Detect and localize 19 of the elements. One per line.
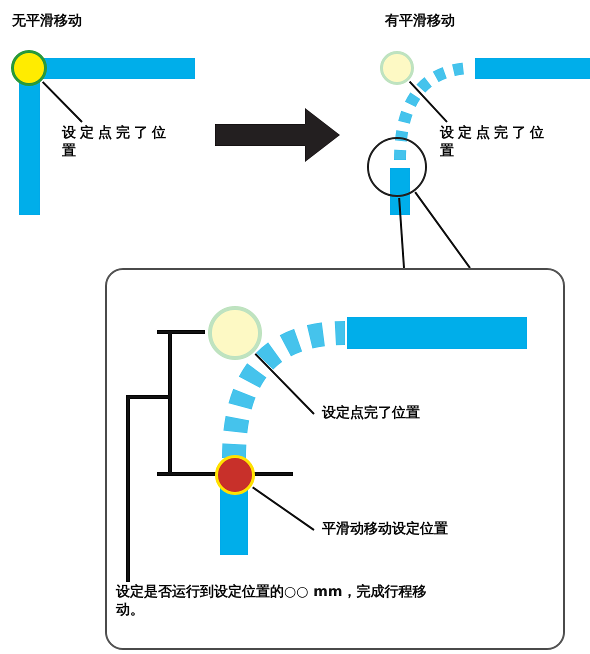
callout-text: 平滑动移动设定位置	[322, 520, 542, 538]
note-text: 设定是否运行到设定位置的○○ mm，完成行程移动。	[116, 583, 428, 619]
callout-text: 设定点完了位置	[62, 124, 177, 160]
callout-panel	[105, 268, 565, 650]
point-marker	[380, 51, 414, 85]
leader-line	[42, 81, 83, 123]
leader-line	[252, 486, 315, 531]
leader-line	[408, 80, 448, 123]
leader-line	[254, 353, 315, 415]
point-marker	[208, 306, 262, 360]
leader-line	[398, 198, 405, 268]
leader-line	[414, 192, 471, 269]
panel-title: 有平滑移动	[385, 12, 456, 30]
magnifier-circle	[367, 137, 427, 197]
callout-text: 设定点完了位置	[322, 404, 522, 422]
point-marker	[11, 50, 47, 86]
callout-text: 设定点完了位置	[440, 124, 555, 160]
panel-title: 无平滑移动	[12, 12, 83, 30]
point-marker	[215, 455, 255, 495]
